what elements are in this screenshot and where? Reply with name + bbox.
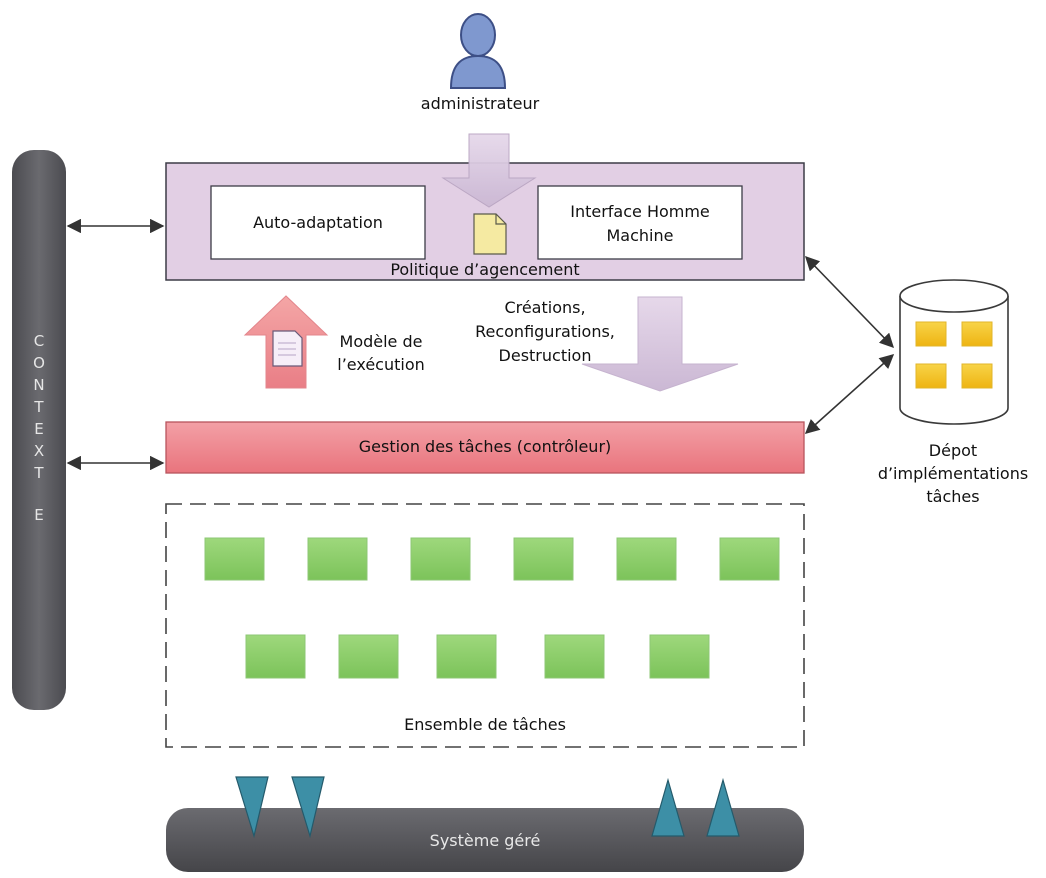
model-label-line1: Modèle de <box>339 332 423 351</box>
context-letter: E <box>34 420 44 438</box>
repository-label-line3: tâches <box>926 487 980 506</box>
managed-system-bar <box>166 808 804 872</box>
admin-down-arrow <box>441 133 537 208</box>
task-row-1 <box>204 537 780 581</box>
auto-adaptation-label: Auto-adaptation <box>253 213 383 232</box>
effector-up-triangle <box>651 777 685 837</box>
task-block <box>649 634 710 679</box>
actions-label-line1: Créations, <box>504 298 586 317</box>
context-letter: N <box>33 376 45 394</box>
task-block <box>544 634 605 679</box>
managed-system-label: Système géré <box>429 831 541 850</box>
repository-label-line2: d’implémentations <box>877 464 1029 483</box>
task-block <box>338 634 399 679</box>
repository-cylinder <box>899 279 1009 425</box>
context-letter: C <box>33 332 45 350</box>
context-letter: E <box>34 506 44 524</box>
policy-document-icon <box>473 213 507 255</box>
sensor-down-triangle <box>235 776 269 839</box>
task-row-2 <box>245 634 710 679</box>
task-set-label: Ensemble de tâches <box>404 715 566 734</box>
task-block <box>204 537 265 581</box>
task-block <box>410 537 471 581</box>
repo-block <box>961 363 993 389</box>
auto-adaptation-box <box>210 185 426 260</box>
task-block <box>513 537 574 581</box>
sensor-down-triangle <box>291 776 325 839</box>
repo-block <box>915 321 947 347</box>
actions-label-line2: Reconfigurations, <box>475 322 615 341</box>
task-block <box>436 634 497 679</box>
ihm-label-line1: Interface Homme <box>570 202 710 221</box>
repo-policy-arrow <box>804 255 895 349</box>
sensor-triangles <box>235 776 740 839</box>
controller-box <box>165 421 805 474</box>
repo-block <box>915 363 947 389</box>
context-bar <box>12 150 66 710</box>
task-block <box>307 537 368 581</box>
model-document-icon <box>272 330 303 367</box>
context-letter: T <box>34 398 44 416</box>
effector-up-triangle <box>706 777 740 837</box>
repo-controller-arrow <box>804 354 895 434</box>
administrator-icon <box>449 13 507 89</box>
policy-label: Politique d’agencement <box>390 260 580 279</box>
actions-down-arrow <box>581 296 739 392</box>
controller-label: Gestion des tâches (contrôleur) <box>358 437 612 456</box>
actions-label-line3: Destruction <box>498 346 592 365</box>
admin-label: administrateur <box>420 94 540 113</box>
context-letter: O <box>33 354 45 372</box>
task-block <box>245 634 306 679</box>
repository-label-line1: Dépot <box>928 441 978 460</box>
task-block <box>719 537 780 581</box>
connectors <box>66 218 895 471</box>
context-letter: T <box>34 464 44 482</box>
task-set-frame <box>165 503 805 748</box>
repo-block <box>961 321 993 347</box>
model-label-line2: l’exécution <box>337 355 425 374</box>
task-block <box>616 537 677 581</box>
ihm-box <box>537 185 743 260</box>
context-letter: X <box>33 442 45 460</box>
ihm-label-line2: Machine <box>606 226 674 245</box>
